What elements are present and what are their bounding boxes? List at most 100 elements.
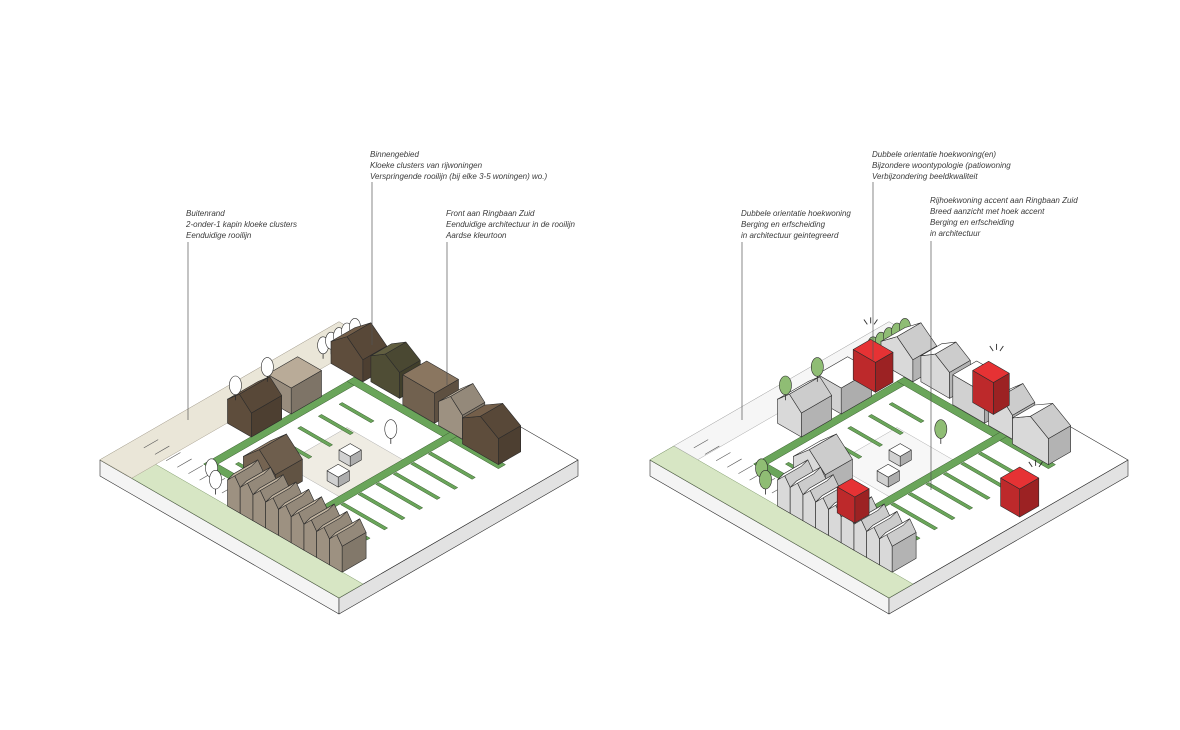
tree — [810, 357, 824, 382]
tree — [209, 469, 222, 495]
tree-crown — [260, 357, 274, 377]
parking-line — [154, 445, 170, 455]
annotation-buitenrand: Buitenrand 2-onder-1 kapin kloeke cluste… — [186, 208, 297, 241]
shed — [876, 463, 900, 488]
annotation-line: Berging en erfscheiding — [741, 220, 826, 229]
roof-face — [920, 341, 957, 357]
annotation-line: Binnengebied — [370, 150, 419, 159]
sparkle-mark — [1028, 459, 1043, 468]
roof-face — [880, 322, 922, 342]
green-garden-strip — [847, 426, 883, 447]
roof-face — [227, 459, 259, 481]
annotation-line: in architectuur geintegreerd — [741, 231, 839, 240]
roof-face — [888, 443, 912, 457]
annotation-line: Kloeke clusters van rijwoningen — [370, 161, 483, 170]
roof-face — [266, 356, 322, 389]
sparkle-ray — [999, 345, 1004, 352]
tree — [229, 375, 242, 401]
sparkle-mark — [863, 317, 878, 325]
tree-crown — [384, 419, 398, 439]
annotation-line: Front aan Ringbaan Zuid — [446, 209, 535, 218]
roof-face — [239, 466, 271, 488]
roof-face — [326, 463, 350, 478]
tree-crown — [229, 375, 242, 396]
annotation-line: Aardse kleurtoon — [446, 231, 507, 240]
roof-face — [243, 433, 287, 457]
shed — [888, 443, 912, 467]
green-garden-strip — [890, 502, 938, 531]
parking-line — [143, 439, 159, 449]
green-garden-strip — [410, 462, 458, 490]
parking-line — [693, 439, 709, 449]
annotation-line: 2-onder-1 kapin kloeke clusters — [186, 220, 298, 229]
annotation-rijhoekwoning: Rijhoekwoning accent aan Ringbaan Zuid B… — [930, 195, 1078, 239]
annotation-line: Berging en erfscheiding — [930, 218, 1015, 227]
shed — [326, 463, 350, 488]
annotation-line: Dubbele orientatie hoekwoning — [741, 209, 851, 218]
tree — [759, 469, 772, 495]
left-site-plan — [99, 318, 579, 615]
annotation-dubbele-hoekwoning: Dubbele orientatie hoekwoning Berging en… — [741, 208, 851, 241]
annotation-line: Buitenrand — [186, 209, 225, 218]
roof-face — [402, 360, 459, 394]
green-garden-strip — [868, 414, 904, 435]
green-garden-strip — [318, 414, 354, 435]
sparkle-ray — [873, 319, 878, 325]
roof-face — [802, 474, 834, 496]
roof-face — [316, 511, 348, 532]
annotation-line: Breed aanzicht met hoek accent — [930, 207, 1045, 216]
roof-face — [876, 463, 900, 478]
parking-line — [704, 445, 720, 455]
annotation-line: in architectuur — [930, 229, 981, 238]
parking-line — [738, 465, 753, 474]
roof-face — [278, 488, 310, 510]
sparkle-mark — [989, 343, 1004, 352]
roof-face — [290, 496, 322, 518]
green-garden-strip — [925, 482, 973, 510]
tree — [260, 357, 274, 382]
annotation-line: Dubbele orientatie hoekwoning(en) — [872, 150, 997, 159]
roof-face — [777, 459, 809, 481]
annotation-leader-lines — [187, 182, 932, 490]
annotation-binnengebied: Binnengebied Kloeke clusters van rijwoni… — [370, 149, 547, 182]
parking-line — [715, 452, 731, 462]
roof-face — [303, 503, 335, 525]
green-garden-strip — [340, 502, 388, 531]
row-house-front — [329, 518, 367, 573]
tree-crown — [759, 469, 772, 490]
annotation-line: Eenduidige architectuur in de rooilijn — [446, 220, 575, 229]
parking-line — [177, 458, 192, 468]
tree — [384, 419, 398, 444]
roof-face — [462, 403, 504, 419]
green-garden-strip — [888, 402, 925, 423]
roof-face — [836, 478, 870, 498]
green-garden-strip — [357, 492, 406, 521]
house-cluster-left — [266, 356, 322, 415]
roof-face — [866, 511, 898, 532]
annotation-line: Verbijzondering beeldkwaliteit — [872, 172, 978, 181]
parking-line — [727, 458, 742, 468]
house-cluster-back — [1012, 403, 1071, 465]
sparkle-ray — [1028, 461, 1033, 468]
sparkle-ray — [989, 345, 994, 352]
annotation-line: Rijhoekwoning accent aan Ringbaan Zuid — [930, 196, 1078, 205]
roof-face — [879, 518, 911, 540]
parking-line — [188, 465, 203, 474]
green-garden-strip — [297, 426, 333, 447]
tree-crown — [810, 357, 824, 377]
annotation-line: Verspringende rooilijn (bij elke 3-5 won… — [370, 172, 548, 181]
accent-corner-house — [836, 478, 870, 524]
roof-face — [793, 433, 837, 457]
roof-face — [330, 322, 372, 342]
roof-face — [252, 474, 284, 496]
roof-face — [338, 443, 362, 457]
house-cluster-back — [462, 403, 522, 465]
green-garden-strip — [907, 492, 956, 521]
row-house-front — [290, 496, 329, 551]
annotation-line: Bijzondere woontypologie (patiowoning — [872, 161, 1011, 170]
roof-face — [265, 481, 297, 503]
tree-crown — [934, 419, 948, 439]
annotation-line: Eenduidige rooilijn — [186, 231, 252, 240]
